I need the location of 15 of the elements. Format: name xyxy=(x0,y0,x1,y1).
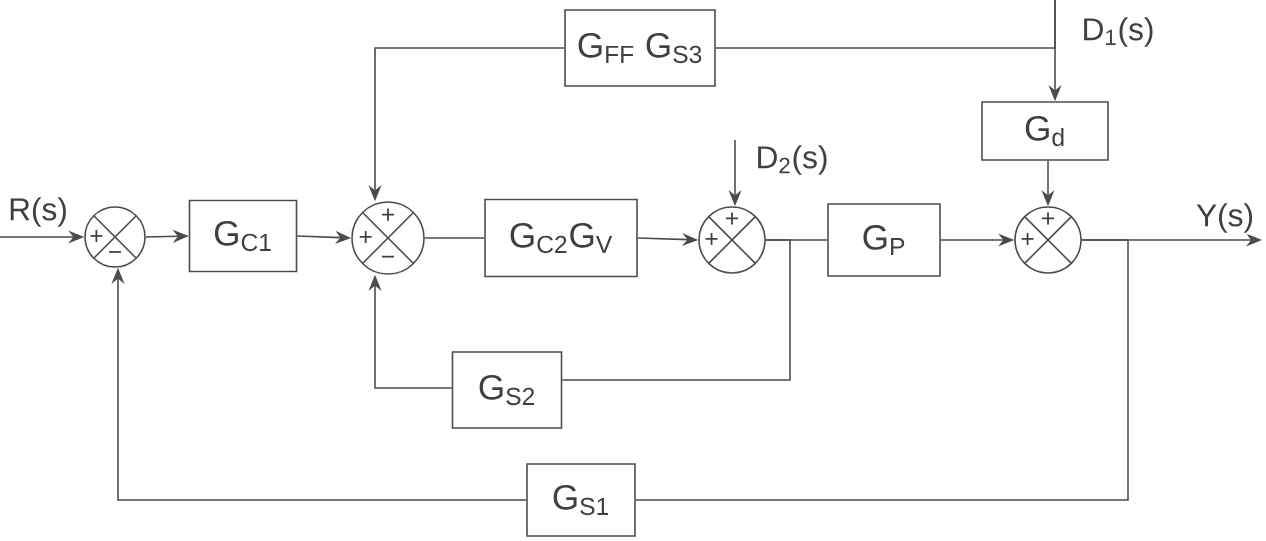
signal-label: R(s) xyxy=(6,195,70,229)
summing-junction: + + xyxy=(1014,206,1082,274)
transfer-function-box: G$_{S2}$ xyxy=(451,351,563,429)
transfer-function-box: G$_{d}$ xyxy=(981,101,1109,161)
signal-label: D$_{1}$(s) xyxy=(1079,15,1157,49)
transfer-function-box: G$_{P}$ xyxy=(827,203,941,277)
signal-label: Y(s) xyxy=(1194,201,1256,235)
summing-junction: + + − xyxy=(351,201,425,275)
signal-label: D$_{2}$(s) xyxy=(753,143,831,177)
transfer-function-box: G$_{C1}$ xyxy=(188,199,298,273)
summing-junction: + − xyxy=(84,206,146,268)
transfer-function-box: G$_{C2}$G$_{V}$ xyxy=(484,198,638,278)
summing-junction: + + xyxy=(698,206,766,274)
transfer-function-box: G$_{FF}$ G$_{S3}$ xyxy=(564,9,716,87)
transfer-function-box: G$_{S1}$ xyxy=(526,463,636,537)
